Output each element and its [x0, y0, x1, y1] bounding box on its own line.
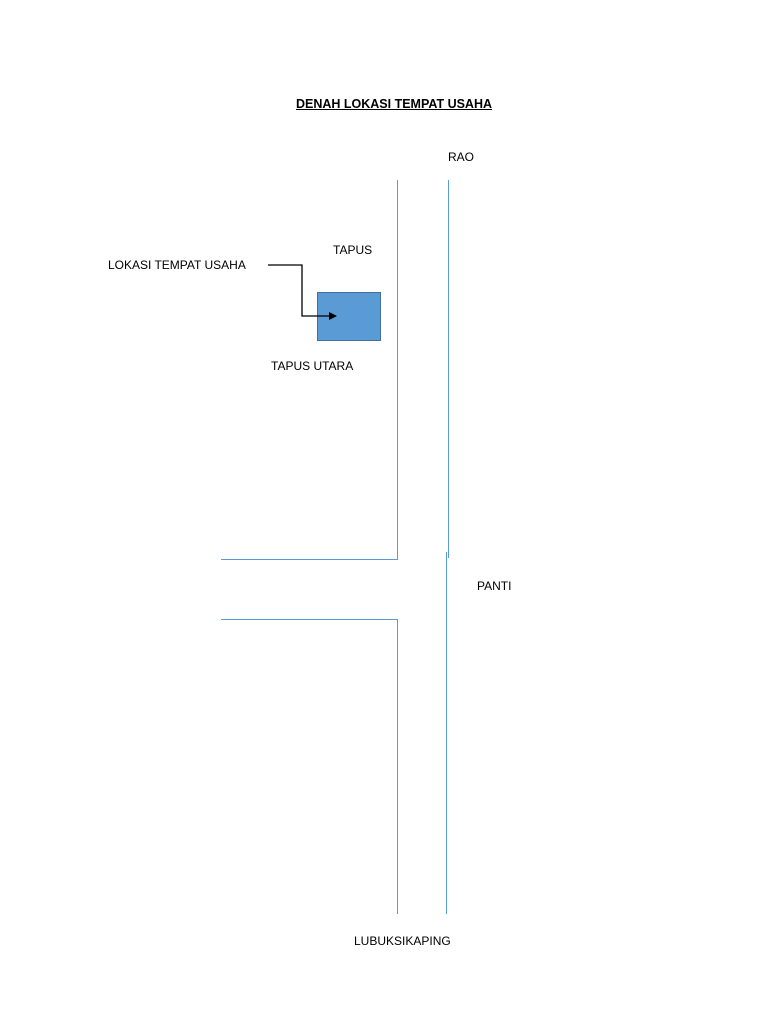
label-rao: RAO	[448, 150, 475, 164]
map-title: DENAH LOKASI TEMPAT USAHA	[295, 97, 493, 111]
label-panti: PANTI	[477, 579, 512, 593]
road-right-edge-south	[446, 552, 448, 914]
road-left-edge-north	[397, 180, 399, 560]
label-lubuksikaping: LUBUKSIKAPING	[354, 934, 451, 948]
label-tapus: TAPUS	[333, 243, 373, 257]
label-business-location: LOKASI TEMPAT USAHA	[108, 258, 246, 272]
road-left-edge-south	[397, 619, 399, 914]
label-tapus-utara: TAPUS UTARA	[271, 359, 354, 373]
business-building	[317, 292, 381, 341]
side-road-lower-edge	[221, 619, 398, 621]
side-road-upper-edge	[221, 559, 398, 561]
road-right-edge-north	[448, 180, 450, 558]
